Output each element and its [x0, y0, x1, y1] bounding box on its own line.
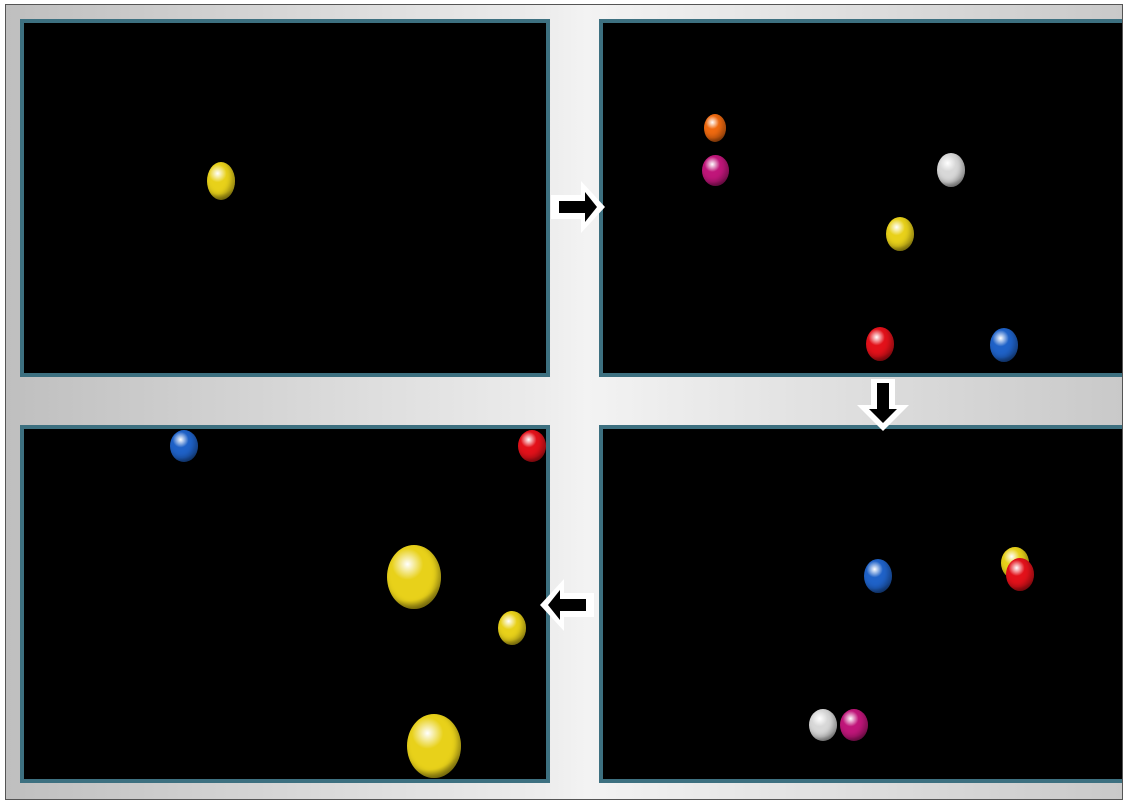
arrow-left-icon [536, 575, 598, 635]
magenta-ball [702, 155, 729, 186]
blue-ball [990, 328, 1018, 362]
yellow-ball-large [407, 714, 461, 778]
blue-ball [864, 559, 892, 593]
red-ball [1006, 558, 1034, 591]
white-ball [809, 709, 837, 741]
magenta-ball [840, 709, 868, 741]
white-ball [937, 153, 965, 187]
red-ball [518, 430, 546, 462]
arrow-right-icon [547, 177, 609, 237]
panel-2 [599, 19, 1123, 377]
panel-3 [599, 425, 1123, 783]
orange-ball [704, 114, 726, 142]
blue-ball [170, 430, 198, 462]
storyboard-frame [5, 4, 1123, 800]
panel-1 [20, 19, 550, 377]
yellow-ball [207, 162, 235, 200]
yellow-ball [498, 611, 526, 645]
yellow-ball [886, 217, 914, 251]
yellow-ball-large [387, 545, 441, 609]
arrow-down-icon [853, 375, 913, 435]
red-ball [866, 327, 894, 361]
panel-4 [20, 425, 550, 783]
